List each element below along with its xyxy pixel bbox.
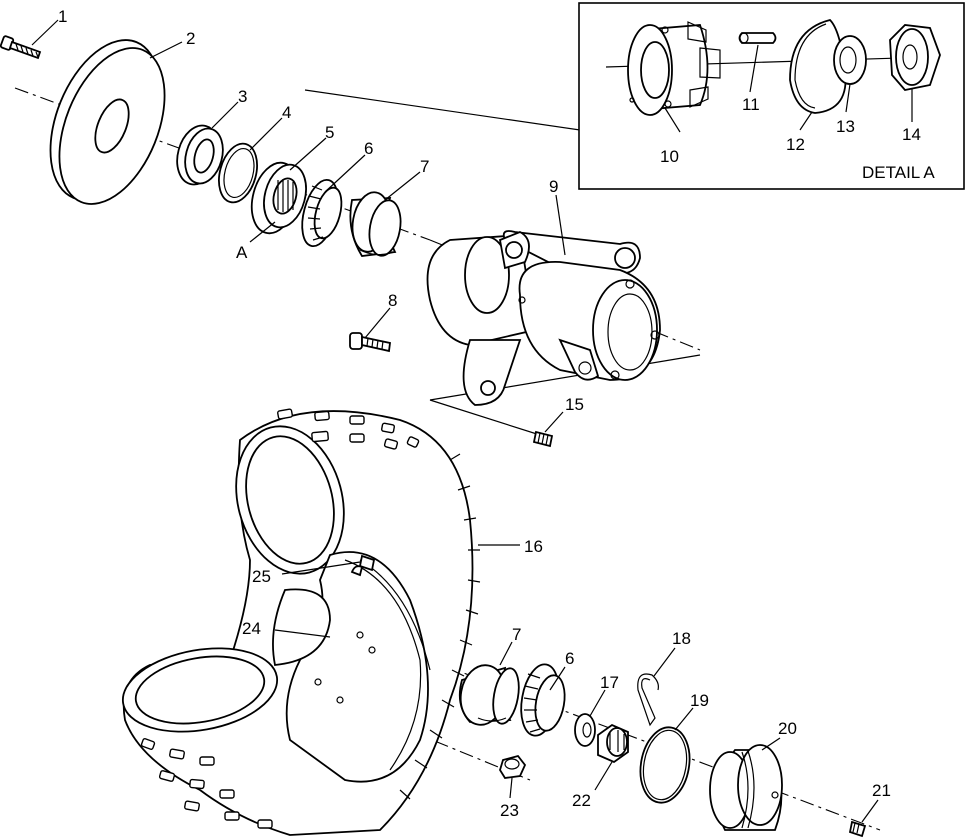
callout-21: 21 [872,781,891,800]
callout-16: 16 [524,537,543,556]
callout-24: 24 [242,619,261,638]
part-22-castle-nut [597,723,629,764]
callout-22: 22 [572,791,591,810]
part-7-bearing-race-lower [458,664,520,726]
callout-15: 15 [565,395,584,414]
callout-9: 9 [549,177,558,196]
callout-14: 14 [902,125,921,144]
part-19-o-ring [639,726,691,804]
part-9-spindle-knuckle [426,230,661,406]
part-15-set-screw [532,430,554,448]
part-25-valve-stem [358,554,376,572]
part-6-tapered-bearing-lower [520,663,566,737]
callout-a: A [236,243,248,262]
part-7-bearing-race-upper [349,191,402,257]
part-8-bolt [349,332,391,353]
callout-2: 2 [186,29,195,48]
part-4-retaining-ring [218,142,258,204]
part-1-screw [0,35,42,60]
detail-a-title: DETAIL A [862,163,935,182]
part-24-wheel-rim [272,551,431,783]
part-14-axle-nut [889,24,941,91]
detail-a-inset [578,2,965,190]
callout-7: 7 [420,157,429,176]
part-21-screw [848,820,867,838]
part-3-seal [176,124,224,186]
callout-20: 20 [778,719,797,738]
leader-lines [31,19,913,823]
callout-1: 1 [58,7,67,26]
callout-12: 12 [786,135,805,154]
callout-11: 11 [742,95,760,114]
part-2-brake-disc [49,39,166,205]
callout-4: 4 [282,103,291,122]
callout-labels: 1 2 3 4 5 6 7 8 9 10 11 12 13 14 15 16 1… [58,7,935,820]
callout-18: 18 [672,629,691,648]
part-13-spacer [833,35,867,85]
callout-5: 5 [325,123,334,142]
part-10-hub-carrier [627,21,721,116]
part-23-lug-nut [499,754,527,779]
callout-3: 3 [238,87,247,106]
part-11-pin [738,32,777,44]
callout-10: 10 [660,147,679,166]
callout-6: 6 [364,139,373,158]
callout-25: 25 [252,567,271,586]
part-6-tapered-bearing-upper [301,178,343,248]
part-5-hub-assembly [250,161,307,235]
part-20-hub-cap [709,744,783,831]
part-17-washer [574,713,596,747]
callout-7-lower: 7 [512,625,521,644]
callout-19: 19 [690,691,709,710]
callout-17: 17 [600,673,619,692]
callout-8: 8 [388,291,397,310]
callout-13: 13 [836,117,855,136]
part-18-cotter-pin [637,673,659,727]
callout-23: 23 [500,801,519,820]
callout-6-lower: 6 [565,649,574,668]
